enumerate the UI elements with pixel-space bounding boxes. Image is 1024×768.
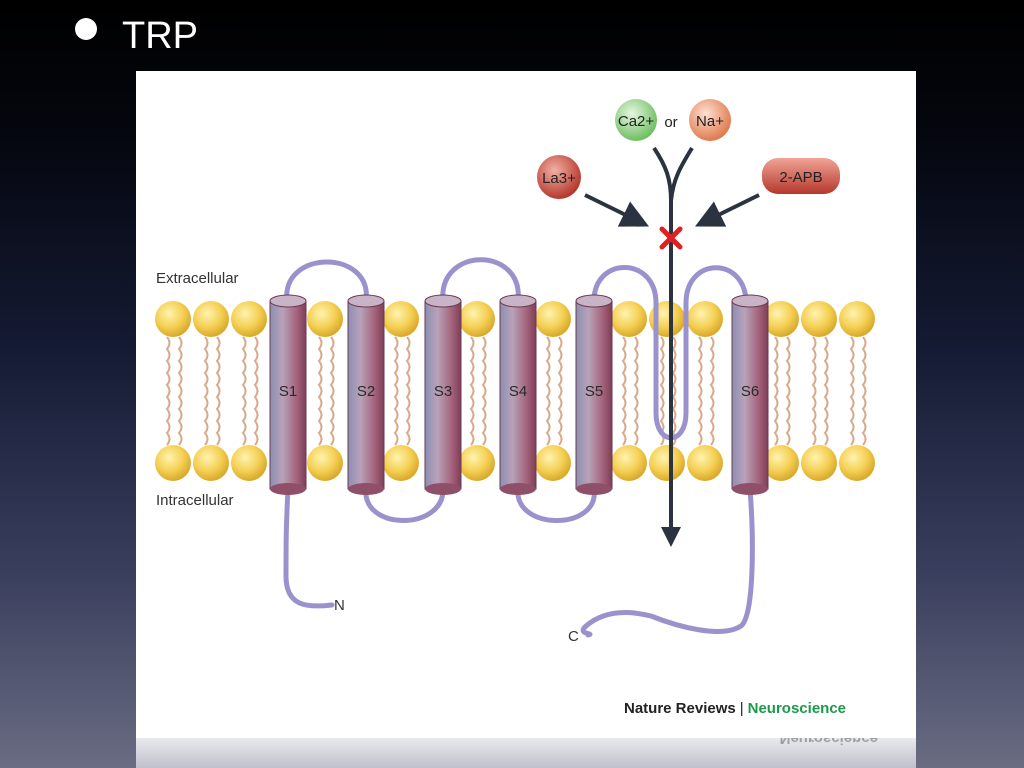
loop-s3-s4 — [440, 257, 521, 304]
lipid-head — [307, 301, 343, 337]
lipid-head — [611, 301, 647, 337]
lipid-tail — [469, 336, 475, 446]
lipid-tail — [773, 336, 779, 446]
helix-label: S1 — [279, 383, 297, 400]
lipid-tail — [545, 336, 551, 446]
helix-s2: S2 — [347, 294, 385, 495]
loop-s2-s3 — [363, 486, 446, 523]
helix-label: S6 — [741, 383, 759, 400]
helix-s5: S5 — [575, 294, 613, 495]
lipid-tail — [849, 336, 855, 446]
lipid-tail — [633, 336, 639, 446]
lipid-tail — [203, 336, 209, 446]
ion-pathway — [584, 146, 760, 547]
lipid-head — [649, 445, 685, 481]
lipid-head — [687, 301, 723, 337]
helix-label: S5 — [585, 383, 603, 400]
lipid-head — [763, 301, 799, 337]
c-terminus-label: C — [568, 628, 579, 645]
helix-label: S4 — [509, 383, 527, 400]
na-ion: Na+ — [689, 99, 731, 141]
lipid-head — [459, 445, 495, 481]
helix-s1: S1 — [269, 294, 307, 495]
svg-text:2-APB: 2-APB — [779, 169, 822, 186]
block-mark-icon — [659, 226, 683, 250]
apb-blocker: 2-APB — [762, 158, 840, 194]
helix-label: S3 — [434, 383, 452, 400]
lipid-tail — [405, 336, 411, 446]
lipid-tail — [215, 336, 221, 446]
lipid-head — [383, 445, 419, 481]
lipid-head — [801, 445, 837, 481]
lipid-head — [231, 301, 267, 337]
lipid-tail — [621, 336, 627, 446]
publisher-name: Nature Reviews — [624, 700, 736, 717]
credit-separator: | — [739, 700, 744, 717]
ca-ion: Ca2+ — [615, 99, 657, 141]
figure-reflection: Neuroscience — [136, 738, 916, 768]
lipid-head — [611, 445, 647, 481]
lipid-head — [193, 445, 229, 481]
trp-channel-figure: S1 S2 S3 S4 S5 S6 Ca2+ or Na+ La3+ — [136, 71, 916, 738]
ion-or-label: or — [664, 114, 677, 131]
n-terminus-label: N — [334, 597, 345, 614]
helix-label: S2 — [357, 383, 375, 400]
lipid-tail — [253, 336, 259, 446]
helix-s6: S6 — [731, 294, 769, 495]
helix-s3: S3 — [424, 294, 462, 495]
lipid-tail — [329, 336, 335, 446]
transmembrane-helices: S1 S2 S3 S4 S5 S6 — [269, 294, 769, 495]
lipid-head — [839, 445, 875, 481]
extracellular-label: Extracellular — [156, 270, 239, 287]
lipid-tail — [671, 336, 677, 446]
reflected-credit: Neuroscience — [779, 738, 878, 747]
lipid-tail — [393, 336, 399, 446]
intracellular-label: Intracellular — [156, 492, 234, 509]
lipid-head — [459, 301, 495, 337]
lipid-tail — [177, 336, 183, 446]
lipid-tail — [659, 336, 665, 446]
lipid-head — [801, 301, 837, 337]
figure-credit: Nature Reviews|Neuroscience — [624, 700, 846, 717]
lipid-head — [535, 301, 571, 337]
lipid-head — [535, 445, 571, 481]
lipid-head — [155, 301, 191, 337]
lipid-head — [155, 445, 191, 481]
lipid-tail — [697, 336, 703, 446]
helix-s4: S4 — [499, 294, 537, 495]
lipid-head — [839, 301, 875, 337]
lipid-head — [383, 301, 419, 337]
svg-text:La3+: La3+ — [542, 170, 576, 187]
lipid-head — [193, 301, 229, 337]
svg-text:Na+: Na+ — [696, 113, 724, 130]
n-terminus-tail — [283, 486, 335, 609]
lipid-tail — [241, 336, 247, 446]
lipid-tail — [481, 336, 487, 446]
journal-name: Neuroscience — [747, 700, 847, 717]
lipid-tail — [785, 336, 791, 446]
lipid-tails — [165, 336, 867, 446]
lipid-head — [231, 445, 267, 481]
lipid-tail — [317, 336, 323, 446]
lipid-tail — [165, 336, 171, 446]
lipid-head — [763, 445, 799, 481]
lipid-head — [687, 445, 723, 481]
lipid-tail — [823, 336, 829, 446]
loop-s4-s5 — [515, 486, 597, 523]
la-blocker: La3+ — [537, 155, 581, 199]
slide-title: TRP — [122, 15, 198, 57]
lipid-head — [307, 445, 343, 481]
loop-s1-s2 — [284, 259, 369, 304]
trp-channel-diagram: S1 S2 S3 S4 S5 S6 Ca2+ or Na+ La3+ — [155, 99, 875, 645]
c-terminus-tail — [580, 486, 755, 638]
lipid-tail — [709, 336, 715, 446]
lipid-heads — [155, 301, 875, 481]
lipid-tail — [557, 336, 563, 446]
lipid-tail — [811, 336, 817, 446]
svg-text:Ca2+: Ca2+ — [618, 113, 655, 130]
bullet-point — [75, 18, 97, 40]
lipid-tail — [861, 336, 867, 446]
